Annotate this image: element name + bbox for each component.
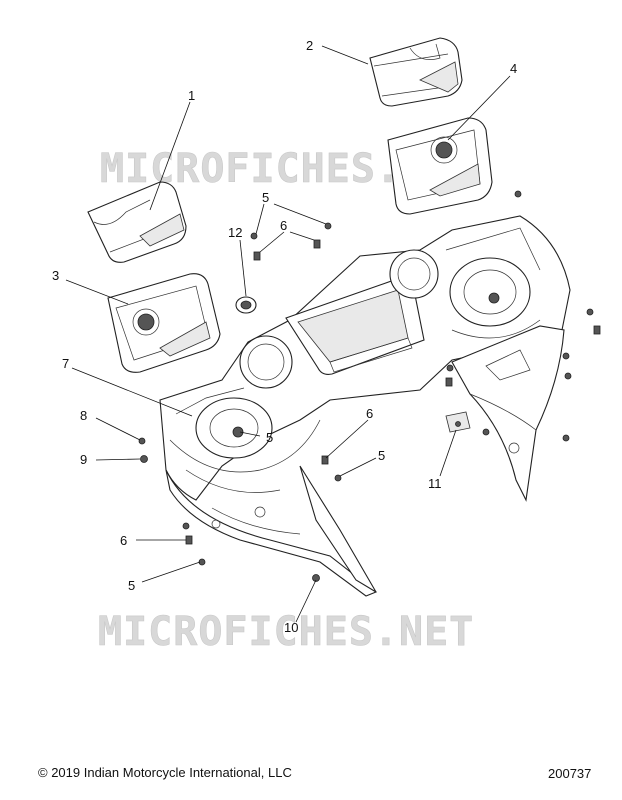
- fasteners: [138, 190, 601, 582]
- left-lower-panel: [165, 465, 378, 597]
- part-4-speaker-lid: [387, 117, 493, 215]
- callout-10: 10: [284, 620, 298, 635]
- callout-7: 7: [62, 356, 69, 371]
- part-11-bracket: [445, 411, 471, 433]
- callout-4: 4: [510, 61, 517, 76]
- inner-fairing-body: [159, 215, 571, 501]
- callout-5-mid: 5: [266, 430, 273, 445]
- part-2-cover: [369, 37, 463, 107]
- part-12-grommet: [235, 296, 257, 314]
- callout-5-right: 5: [378, 448, 385, 463]
- callout-2: 2: [306, 38, 313, 53]
- figure-number: 200737: [548, 766, 592, 781]
- callout-6-bottom: 6: [120, 533, 127, 548]
- right-lower-panel: [451, 325, 565, 502]
- callout-6-mid: 6: [366, 406, 373, 421]
- leader-lines: [65, 45, 511, 623]
- watermark-bottom: MICROFICHES.NET: [98, 609, 474, 655]
- callout-12: 12: [228, 225, 242, 240]
- callout-8: 8: [80, 408, 87, 423]
- callout-5-bottom: 5: [128, 578, 135, 593]
- callout-11: 11: [428, 476, 442, 491]
- callout-6-top: 6: [280, 218, 287, 233]
- part-1-cover: [87, 181, 187, 263]
- callout-labels: 2 4 1 5 6 12 3 7 8 5 6 9 5 11 6 5 10: [52, 38, 517, 635]
- copyright-text: © 2019 Indian Motorcycle International, …: [38, 765, 292, 780]
- callout-1: 1: [188, 88, 195, 103]
- part-3-speaker-lid: [107, 273, 221, 373]
- callout-5-top: 5: [262, 190, 269, 205]
- callout-3: 3: [52, 268, 59, 283]
- callout-9: 9: [80, 452, 87, 467]
